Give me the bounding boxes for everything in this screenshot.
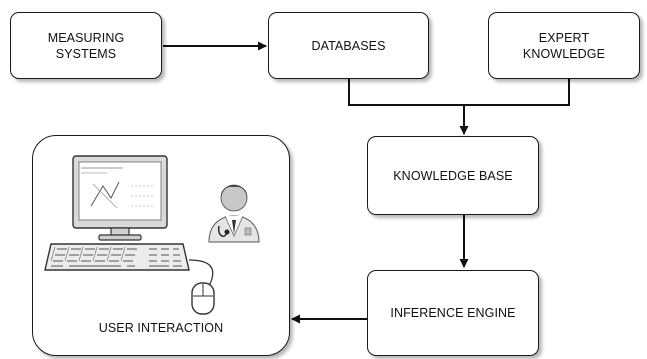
keyboard-icon [44,243,190,271]
mouse-icon [191,282,215,315]
doctor-avatar-icon [208,184,260,243]
user-interaction-illustration [44,155,260,315]
measuring-systems-label: MEASURING SYSTEMS [47,30,125,61]
knowledge-base-label: KNOWLEDGE BASE [393,168,513,183]
inference-engine-label: INFERENCE ENGINE [390,306,516,320]
inference-engine-box: INFERENCE ENGINE [367,270,539,356]
expert-knowledge-box: EXPERT KNOWLEDGE [488,12,640,79]
mouse-cable [188,259,214,287]
knowledge-base-box: KNOWLEDGE BASE [367,136,539,215]
user-interaction-panel: USER INTERACTION [32,135,290,356]
databases-box: DATABASES [268,12,429,79]
desktop-computer-icon [72,155,168,241]
expert-knowledge-label: EXPERT KNOWLEDGE [522,30,606,61]
databases-label: DATABASES [311,38,386,53]
user-interaction-label: USER INTERACTION [98,321,224,335]
measuring-systems-box: MEASURING SYSTEMS [10,12,162,79]
line-databases-to-merge [348,78,570,106]
